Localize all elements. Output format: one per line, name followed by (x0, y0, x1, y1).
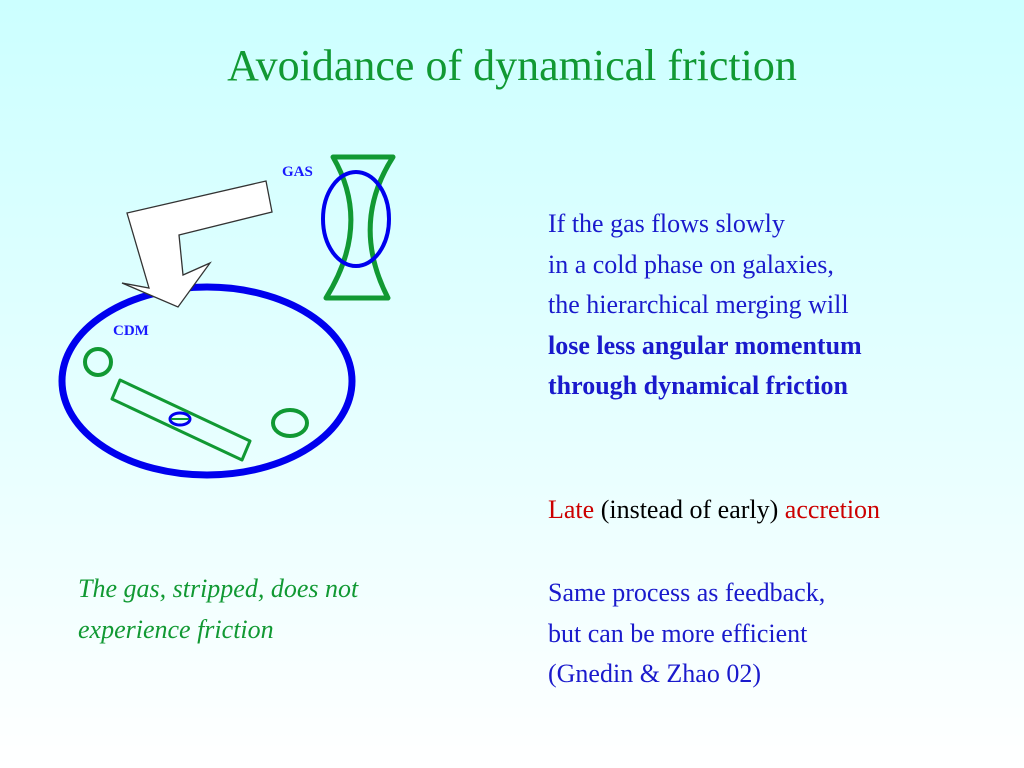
paragraph1-line-4: lose less angular momentum (548, 330, 862, 360)
gas-flow-paragraph: If the gas flows slowly in a cold phase … (548, 204, 1018, 407)
gas-cloud-shape (323, 154, 396, 301)
slide-title: Avoidance of dynamical friction (227, 41, 797, 90)
paragraph1-line-3: the hierarchical merging will (548, 290, 849, 319)
accretion-late: Late (548, 495, 595, 524)
cdm-label: CDM (113, 323, 149, 339)
gas-core-ellipse (321, 170, 391, 268)
accretion-middle: (instead of early) (600, 495, 779, 524)
paragraph1-line-5: through dynamical friction (548, 371, 848, 400)
paragraph1-line-2: in a cold phase on galaxies, (548, 249, 834, 279)
caption-line-1: The gas, stripped, does not (78, 574, 359, 603)
paragraph2-line-1: Same process as feedback, (548, 578, 826, 607)
caption-line-2: experience friction (78, 615, 274, 644)
stripped-gas-stream (110, 378, 252, 462)
infall-arrow (121, 180, 273, 308)
paragraph2-line-2: but can be more efficient (548, 618, 808, 648)
satellite-circle-right (271, 408, 309, 438)
feedback-paragraph: Same process as feedback, but can be mor… (548, 573, 1018, 695)
paragraph2-line-3: (Gnedin & Zhao 02) (548, 659, 762, 688)
paragraph1-line-1: If the gas flows slowly (548, 209, 785, 238)
satellite-circle-left (83, 347, 113, 377)
accretion-word: accretion (784, 495, 881, 524)
gas-label: GAS (282, 164, 313, 180)
cdm-halo-ellipse (58, 283, 356, 479)
stripped-gas-caption: The gas, stripped, does not experience f… (78, 568, 498, 650)
satellite-core-ellipse (168, 411, 192, 427)
accretion-line: Late (instead of early) accretion (548, 490, 1018, 531)
